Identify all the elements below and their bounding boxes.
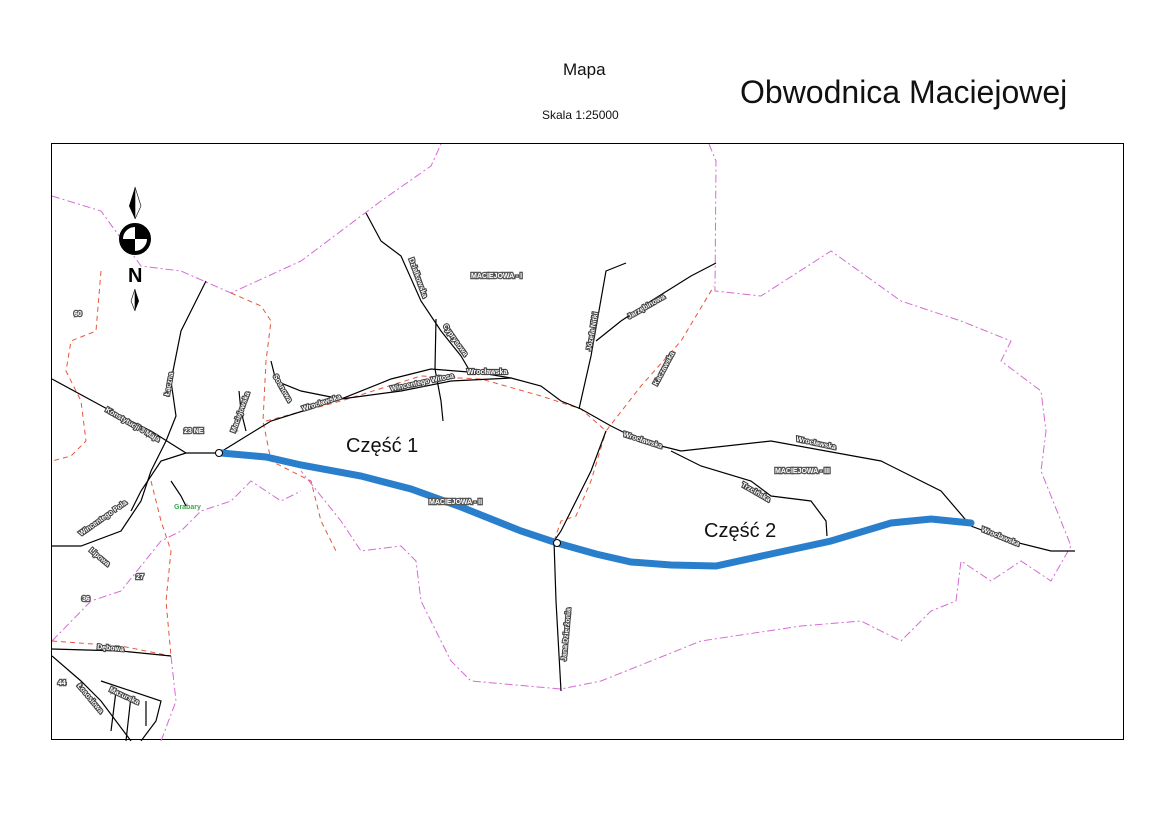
junction-node	[215, 449, 223, 457]
boundary-line	[230, 292, 337, 552]
boundary-line	[160, 655, 177, 742]
street-label: Wrocławska	[467, 369, 507, 376]
street-label: Wincentego Pola	[78, 500, 128, 538]
route-part-label: Część 1	[346, 435, 418, 457]
street-label: Maciejowska	[230, 391, 251, 434]
map-frame: N Część 1 Część 2 MACIEJOWA - I MACIEJOW…	[51, 143, 1124, 742]
area-label: MACIEJOWA - II	[429, 499, 482, 506]
boundary-line	[150, 480, 172, 657]
map-scale: Skala 1:25000	[542, 108, 619, 122]
street-label: Józefa Nitki	[586, 312, 600, 352]
boundary-line	[51, 640, 172, 657]
boundary-line	[51, 270, 102, 462]
street-label: Mazurska	[108, 686, 140, 706]
document-title: Obwodnica Maciejowej	[740, 74, 1068, 110]
boundary-line	[553, 430, 607, 542]
boundaries	[51, 143, 1072, 742]
map-title: Mapa	[563, 60, 606, 79]
area-label: MACIEJOWA - I	[471, 273, 522, 280]
junction-node	[553, 539, 561, 547]
street-label: Jarzębinowa	[627, 294, 667, 321]
street-labels: Konstytucji 3 Maja Łączna Maciejowska So…	[74, 256, 1021, 716]
street-label: Wrocławska	[622, 431, 663, 450]
map-canvas: N Część 1 Część 2 MACIEJOWA - I MACIEJOW…	[51, 143, 1075, 742]
boundary-line	[300, 143, 1072, 690]
boundary-line	[265, 285, 715, 432]
parcel-label: 44	[58, 680, 66, 687]
parcel-label: 36	[82, 596, 90, 603]
north-letter: N	[128, 265, 142, 287]
north-arrow-icon: N	[119, 186, 151, 312]
boundary-line	[51, 143, 442, 294]
place-label: Grabary	[174, 504, 201, 511]
street-label: Cyprysowa	[441, 323, 468, 358]
street-label: Sosnowa	[271, 374, 292, 404]
roads	[51, 212, 1075, 742]
street-label: Łączna	[164, 372, 175, 397]
boundary-line	[51, 480, 302, 642]
street-label: Konstytucji 3 Maja	[104, 407, 161, 444]
parcel-label: 23 NE	[184, 428, 204, 435]
street-label: Łososiowa	[75, 683, 104, 715]
street-label: Dębowa	[97, 644, 124, 653]
parcel-label: 60	[74, 311, 82, 318]
bypass-route[interactable]	[217, 449, 975, 570]
street-label: Wrocławska	[980, 526, 1020, 548]
street-label: Kaczawska	[653, 351, 677, 387]
route-part-label: Część 2	[704, 520, 776, 542]
area-label: MACIEJOWA - III	[775, 468, 830, 475]
street-label: Lipowa	[88, 547, 111, 568]
street-label: Wrocławska	[301, 394, 342, 413]
parcel-label: 27	[136, 574, 144, 581]
street-label: Jana Dzierżonia	[561, 608, 573, 661]
